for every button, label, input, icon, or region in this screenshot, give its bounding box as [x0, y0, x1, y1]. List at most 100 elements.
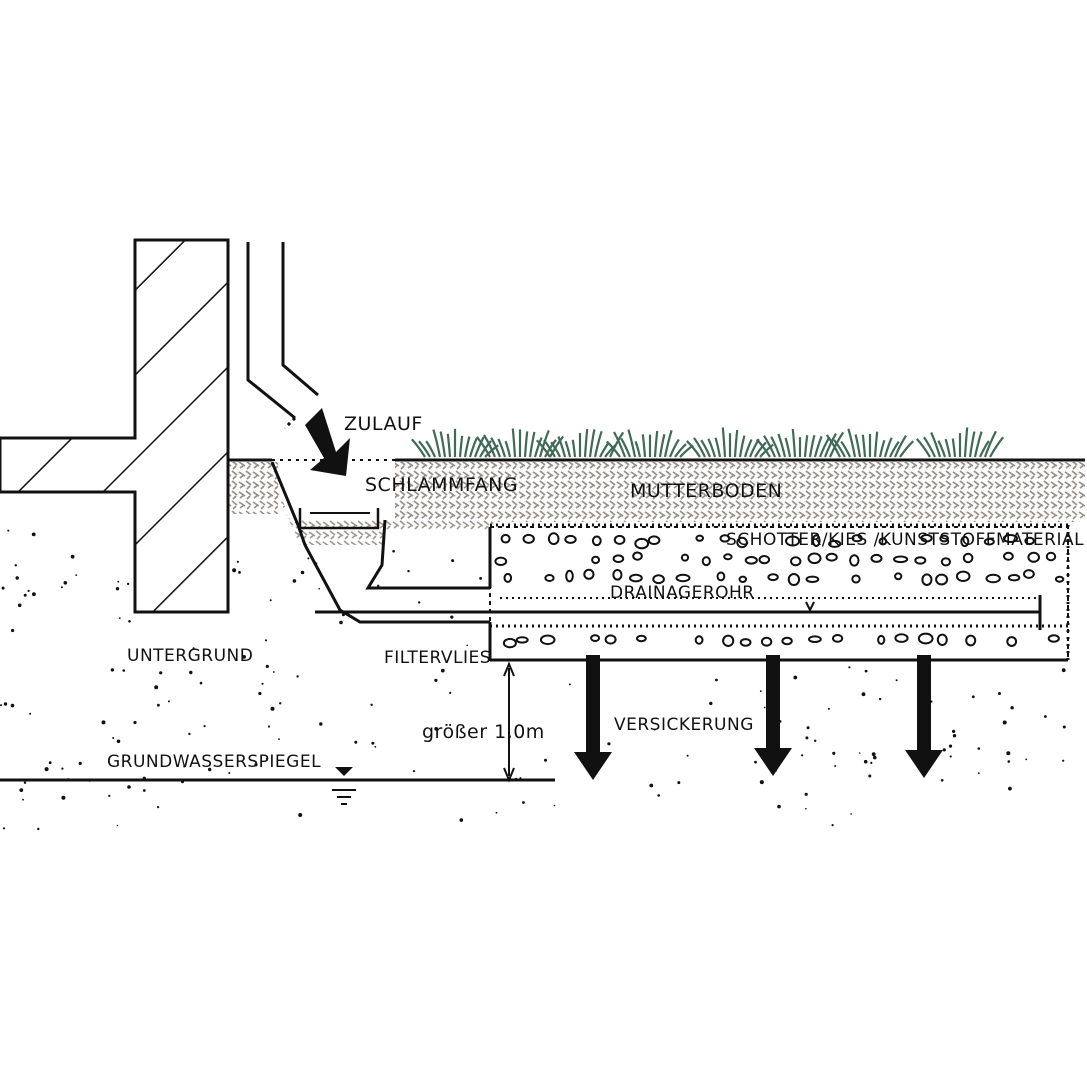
soil-speck: [371, 741, 375, 745]
gravel-stone: [716, 571, 726, 582]
gravel-stone: [894, 572, 903, 581]
soil-speck: [258, 691, 262, 696]
soil-speck: [827, 707, 830, 710]
soil-speck: [269, 599, 272, 602]
gravel-stone: [647, 535, 661, 546]
label-inflow: ZULAUF: [344, 413, 423, 435]
soil-speck: [157, 703, 160, 707]
soil-speck: [930, 700, 933, 703]
soil-speck: [296, 675, 299, 678]
soil-speck: [1, 586, 5, 590]
soil-speck: [265, 758, 268, 760]
soil-speck: [159, 671, 163, 675]
gravel-stone: [738, 575, 748, 583]
soil-speck: [870, 761, 873, 765]
soil-speck: [29, 712, 32, 715]
gravel-stone: [1023, 569, 1035, 579]
label-distance: größer 1,0m: [422, 721, 545, 743]
soil-speck: [142, 789, 146, 792]
soil-speck: [777, 804, 781, 809]
soil-speck: [183, 765, 186, 768]
soil-speck: [254, 763, 258, 767]
gravel-stone: [503, 572, 513, 583]
label-drain-pipe: DRAINAGEROHR: [610, 583, 755, 603]
grass-tuft: [606, 429, 694, 458]
inflow-arrow: [305, 408, 350, 476]
gravel-stone: [604, 634, 617, 645]
grass-tuft: [475, 428, 565, 458]
soil-speck: [339, 620, 343, 625]
soil-speck: [7, 529, 10, 532]
soil-speck: [1008, 786, 1012, 791]
soil-speck: [61, 767, 64, 770]
soil-speck: [449, 691, 452, 695]
soil-speck: [948, 744, 953, 748]
soil-speck: [1002, 720, 1007, 725]
soil-speck: [434, 727, 438, 731]
soil-speck: [766, 733, 769, 735]
soil-speck: [3, 702, 8, 706]
soil-speck: [1010, 706, 1014, 710]
soil-speck: [868, 774, 872, 778]
soil-speck: [418, 601, 421, 604]
gravel-stone: [544, 574, 555, 582]
gravel-stone: [736, 536, 748, 549]
soil-speck: [878, 697, 882, 701]
soil-speck: [19, 788, 24, 792]
soil-speck: [192, 647, 195, 650]
soil-speck: [265, 664, 269, 669]
soil-speck: [112, 737, 115, 739]
gravel-stone: [914, 556, 927, 565]
gravel-stone: [781, 636, 793, 646]
soil-speck: [117, 580, 120, 583]
soil-speck: [48, 761, 52, 765]
soil-speck: [167, 700, 170, 703]
grass-tuft: [410, 428, 499, 458]
soil-speck: [805, 736, 809, 740]
soil-speck: [466, 644, 469, 647]
gravel-stone: [851, 534, 863, 543]
soil-speck: [450, 615, 454, 619]
gravel-stone: [547, 532, 560, 546]
gravel-stone: [722, 634, 735, 647]
gravel-stone: [877, 634, 886, 645]
soil-speck: [686, 754, 689, 757]
soil-speck: [778, 720, 782, 723]
gravel-stone: [935, 573, 949, 586]
gravel-stone: [767, 573, 779, 582]
soil-speck: [392, 549, 395, 553]
soil-speck: [232, 568, 237, 573]
groundwater-line: [0, 767, 555, 805]
soil-speck: [850, 813, 852, 815]
label-infiltration: VERSICKERUNG: [614, 715, 754, 735]
gravel-stone: [787, 573, 801, 586]
label-subsoil: UNTERGRUND: [127, 646, 253, 666]
soil-speck: [70, 554, 75, 559]
gravel-stone: [1054, 575, 1065, 583]
soil-speck: [977, 772, 980, 775]
soil-speck: [412, 770, 416, 773]
soil-speck: [23, 593, 27, 597]
gravel-stone: [612, 569, 623, 581]
soil-speck: [60, 586, 63, 589]
subsoil-speckles: [0, 529, 1066, 831]
soil-speck: [157, 806, 160, 809]
soil-speck: [101, 720, 106, 725]
soil-speck: [998, 692, 1001, 695]
soil-speck: [832, 751, 836, 755]
soil-speck: [208, 767, 212, 772]
soil-speck: [434, 678, 438, 683]
soil-speck: [116, 739, 121, 744]
gravel-stone: [939, 534, 949, 543]
soil-speck: [942, 748, 946, 752]
soil-speck: [2, 827, 6, 830]
soil-speck: [804, 792, 808, 796]
gravel-stone: [636, 634, 647, 643]
soil-speck: [377, 584, 380, 587]
gravel-stone: [1045, 551, 1057, 562]
grass-tufts: [410, 427, 1005, 458]
soil-speck: [861, 692, 866, 697]
soil-speck: [586, 675, 590, 678]
soil-speck: [22, 798, 24, 801]
gravel-stone: [808, 635, 822, 644]
